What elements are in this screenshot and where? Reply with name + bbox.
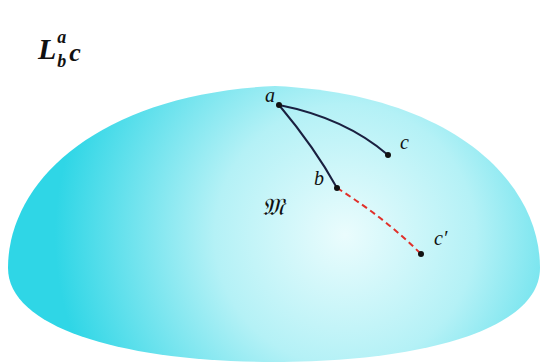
title-subscript: b [57,52,66,70]
point-a [276,102,282,108]
manifold-surface [8,86,540,362]
point-c [385,152,391,158]
point-label: c′ [434,228,447,248]
geodesic-a-c [279,105,388,155]
geodesic-a-b [279,105,337,188]
title-operand: c [69,40,81,66]
title-superscript: a [57,28,66,46]
point-label: b [314,168,324,188]
transported-geodesic [337,188,421,254]
point-c-prime [418,251,424,257]
manifold-symbol: 𝔐 [262,195,284,219]
point-label: a [265,85,275,105]
point-label: c [400,132,409,152]
point-b [334,185,340,191]
title-operator: L [38,34,56,64]
